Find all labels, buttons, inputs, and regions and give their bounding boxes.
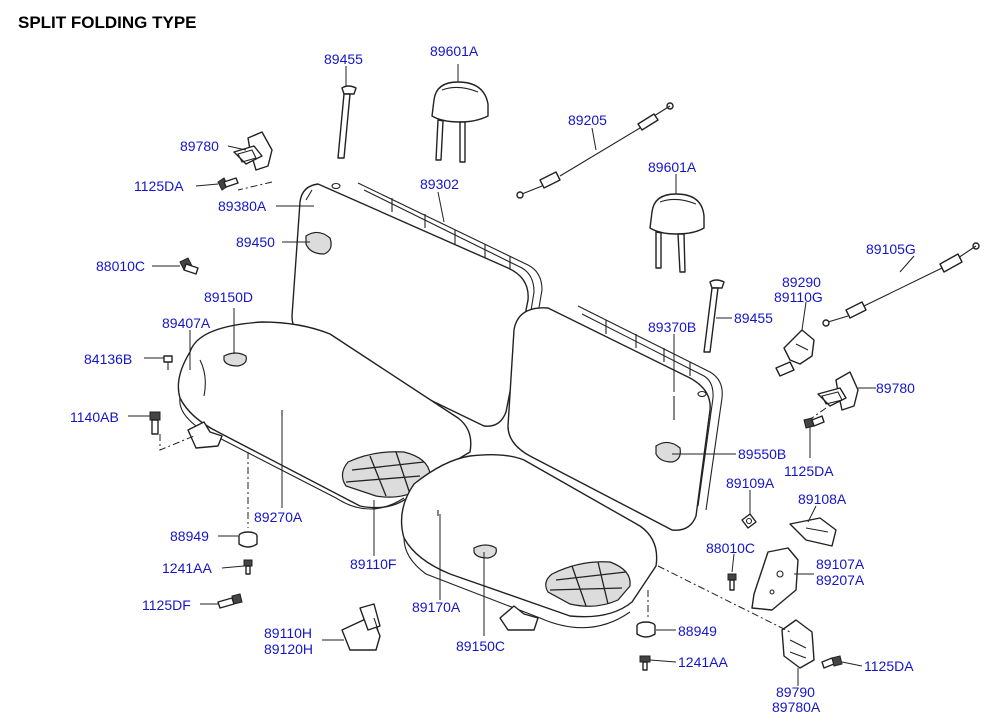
leader-lines [128, 64, 915, 686]
label-89370B: 89370B [648, 319, 696, 335]
label-89407A: 89407A [162, 315, 211, 331]
cable-89205 [516, 102, 674, 199]
label-89290: 89290 [782, 274, 821, 290]
bolt-1241AA-left [243, 559, 253, 575]
headrest-89601A-top [431, 81, 489, 163]
rod-89455-top [337, 85, 357, 159]
label-89120H: 89120H [264, 641, 313, 657]
label-1241AA-right: 1241AA [678, 654, 728, 670]
hinge-89780-top [233, 131, 273, 171]
label-89302: 89302 [420, 176, 459, 192]
label-89207A: 89207A [816, 572, 865, 588]
bumper-88949-left [238, 531, 258, 548]
label-1140AB: 1140AB [70, 409, 119, 425]
bolt-88010C-left [179, 257, 199, 275]
diagram-title: SPLIT FOLDING TYPE [18, 13, 197, 32]
label-88010C-right: 88010C [706, 540, 755, 556]
label-1125DA-right: 1125DA [784, 463, 834, 479]
left-seat-cushion [177, 321, 472, 510]
rod-89455-right [703, 279, 725, 353]
label-89455-top: 89455 [324, 51, 363, 67]
bolt-1140AB [149, 411, 161, 435]
bolt-1125DA-right [803, 415, 825, 429]
label-89270A: 89270A [254, 509, 303, 525]
label-89150C: 89150C [456, 638, 505, 654]
part-labels: 89455 89601A 89205 89780 1125DA 89302 89… [70, 43, 916, 715]
cable-89105G [822, 242, 980, 327]
label-89601A-top: 89601A [430, 43, 479, 59]
label-89107A: 89107A [816, 556, 865, 572]
label-89105G: 89105G [866, 241, 916, 257]
label-89380A: 89380A [218, 198, 267, 214]
label-1125DA-top: 1125DA [134, 178, 184, 194]
label-89110G: 89110G [774, 289, 823, 305]
label-89601A-right: 89601A [648, 159, 697, 175]
label-89780-top: 89780 [180, 138, 219, 154]
label-1125DF: 1125DF [142, 597, 191, 613]
label-89150D: 89150D [204, 289, 253, 305]
hinge-89790 [781, 619, 815, 669]
clip-84136B [163, 355, 173, 370]
label-89450: 89450 [236, 234, 275, 250]
label-89790: 89790 [776, 684, 815, 700]
label-89780A: 89780A [772, 699, 821, 715]
cover-89108A [789, 517, 837, 547]
cover-89107A [751, 547, 799, 611]
bolt-88010C-right [727, 573, 737, 591]
label-84136B: 84136B [84, 351, 132, 367]
label-88010C-left: 88010C [96, 258, 145, 274]
bracket-89110H [341, 603, 381, 651]
bolt-1241AA-right [639, 655, 651, 671]
label-89110H: 89110H [264, 625, 312, 641]
left-seatback [291, 182, 543, 427]
bushing-89109A [741, 513, 757, 529]
hinge-89780-right [817, 371, 859, 411]
label-1125DA-bottom: 1125DA [864, 658, 914, 674]
seatback-pad-89550B [655, 441, 681, 463]
seatback-pad-89450 [305, 231, 332, 255]
label-89109A: 89109A [726, 475, 775, 491]
headrest-89601A-right [649, 193, 705, 273]
right-seat-cushion [400, 453, 658, 631]
label-89455-right: 89455 [734, 310, 773, 326]
bolt-1125DA-bottom [821, 655, 843, 669]
label-88949-left: 88949 [170, 528, 209, 544]
label-89108A: 89108A [798, 491, 847, 507]
latch-89290 [775, 329, 815, 377]
right-seatback [507, 305, 723, 531]
label-88949-right: 88949 [678, 623, 717, 639]
label-89780-right: 89780 [876, 380, 915, 396]
bolt-1125DA-top [217, 177, 239, 191]
bolt-1125DF [217, 593, 243, 609]
label-89205: 89205 [568, 112, 607, 128]
label-1241AA-left: 1241AA [162, 560, 212, 576]
label-89550B: 89550B [738, 446, 786, 462]
label-89110F: 89110F [350, 556, 396, 572]
dashed-guides [159, 181, 827, 633]
label-89170A: 89170A [412, 599, 461, 615]
bumper-88949-right [636, 621, 656, 638]
